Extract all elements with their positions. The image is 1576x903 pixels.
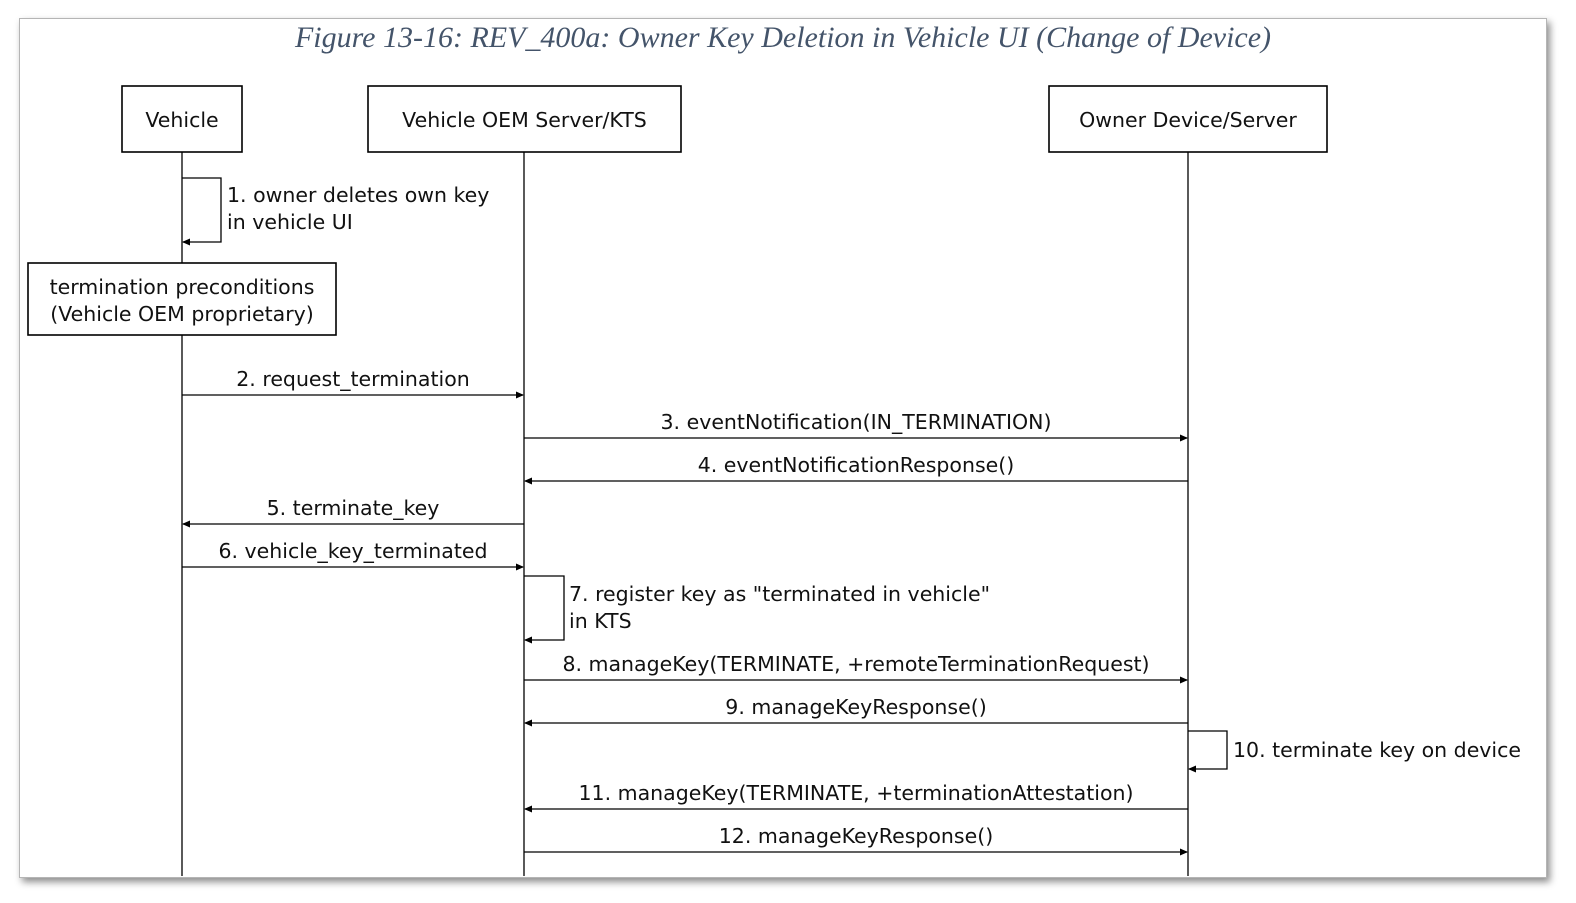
- message-label: 10. terminate key on device: [1233, 738, 1521, 762]
- message-label: in KTS: [569, 609, 632, 633]
- message-label: in vehicle UI: [227, 210, 353, 234]
- message-9: 9. manageKeyResponse(): [524, 695, 1188, 727]
- message-label: 3. eventNotification(IN_TERMINATION): [661, 410, 1052, 435]
- figure-frame: [19, 18, 1547, 878]
- message-2: 2. request_termination: [182, 367, 524, 399]
- message-4: 4. eventNotificationResponse(): [524, 453, 1188, 485]
- message-label: 2. request_termination: [236, 367, 469, 392]
- self-message-arrow: [1188, 730, 1228, 773]
- message-8: 8. manageKey(TERMINATE, +remoteTerminati…: [524, 652, 1188, 684]
- message-label: 11. manageKey(TERMINATE, +terminationAtt…: [578, 781, 1133, 805]
- figure-caption: Figure 13-16: REV_400a: Owner Key Deleti…: [294, 21, 1272, 54]
- message-7: 7. register key as "terminated in vehicl…: [524, 575, 990, 644]
- message-12: 12. manageKeyResponse(): [524, 824, 1188, 856]
- message-10: 10. terminate key on device: [1188, 730, 1521, 773]
- message-11: 11. manageKey(TERMINATE, +terminationAtt…: [524, 781, 1188, 813]
- message-label: 9. manageKeyResponse(): [725, 695, 986, 719]
- note-text-line: (Vehicle OEM proprietary): [50, 302, 314, 326]
- self-message-arrow: [182, 177, 222, 246]
- participant-box-vehicle: [121, 85, 243, 153]
- participant-box-oem: [367, 85, 682, 153]
- message-label: 7. register key as "terminated in vehicl…: [569, 582, 990, 606]
- message-3: 3. eventNotification(IN_TERMINATION): [524, 410, 1188, 442]
- participant-box-owner: [1048, 85, 1328, 153]
- message-label: 5. terminate_key: [267, 496, 440, 521]
- message-label: 12. manageKeyResponse(): [719, 824, 993, 848]
- message-6: 6. vehicle_key_terminated: [182, 539, 524, 571]
- self-message-arrow: [524, 575, 565, 644]
- message-label: 6. vehicle_key_terminated: [218, 539, 487, 564]
- participant-label-oem: Vehicle OEM Server/KTS: [402, 108, 647, 132]
- message-label: 1. owner deletes own key: [227, 183, 489, 207]
- message-label: 8. manageKey(TERMINATE, +remoteTerminati…: [562, 652, 1149, 676]
- participant-label-owner: Owner Device/Server: [1079, 108, 1297, 132]
- participant-label-vehicle: Vehicle: [145, 108, 218, 132]
- message-label: 4. eventNotificationResponse(): [698, 453, 1015, 477]
- note-box: [27, 262, 337, 336]
- note-text-line: termination preconditions: [50, 275, 315, 299]
- message-1: 1. owner deletes own key in vehicle UI: [182, 177, 489, 246]
- message-5: 5. terminate_key: [182, 496, 524, 528]
